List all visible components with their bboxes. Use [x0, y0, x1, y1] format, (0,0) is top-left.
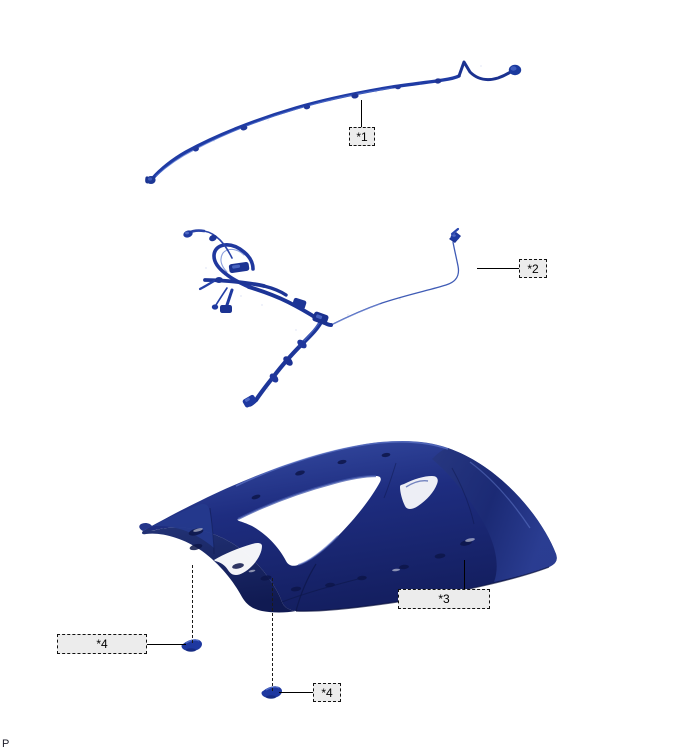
part-roof-wire-harness-main	[145, 60, 522, 184]
callout-label-4b: *4	[313, 683, 341, 702]
callout-label-3: *3	[398, 589, 490, 609]
callout-4a-text: *4	[96, 637, 108, 651]
leader-line-callout-1	[361, 100, 362, 127]
callout-1-text: *1	[356, 129, 368, 144]
leader-line-callout-4a	[147, 644, 186, 645]
callout-label-1: *1	[349, 127, 375, 146]
callout-3-text: *3	[438, 592, 450, 606]
leader-line-callout-4b	[279, 692, 313, 693]
dashed-leader-clip-left	[192, 565, 193, 643]
callout-4b-text: *4	[321, 685, 333, 700]
page-mark: P	[2, 738, 10, 750]
part-roof-headlining-panel	[139, 440, 557, 613]
part-roof-wire-harness-branched	[183, 227, 461, 408]
part-headlining-clip-left	[181, 639, 202, 652]
leader-line-callout-2	[477, 268, 519, 269]
callout-label-2: *2	[519, 259, 547, 278]
dashed-leader-clip-bottom	[272, 578, 273, 691]
part-headlining-clip-bottom	[261, 686, 282, 699]
callout-label-4a: *4	[57, 634, 147, 654]
leader-line-callout-3	[464, 560, 465, 589]
callout-2-text: *2	[527, 261, 539, 276]
